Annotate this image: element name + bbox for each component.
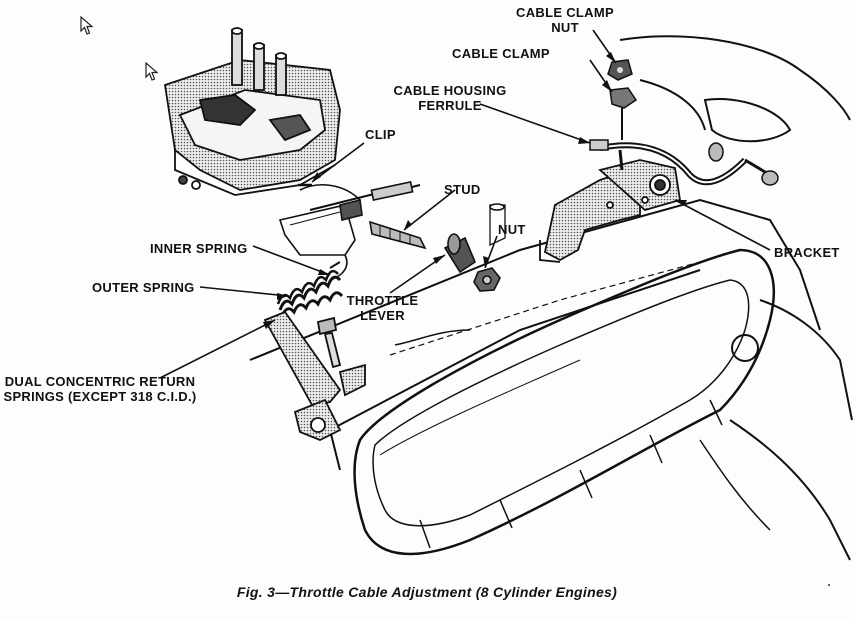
figure-caption: Fig. 3—Throttle Cable Adjustment (8 Cyli…: [236, 584, 618, 600]
label-cable-clamp-nut-line1: CABLE CLAMP: [516, 5, 614, 20]
return-springs: [276, 261, 344, 317]
cable-bracket: [539, 159, 682, 263]
mouse-cursor-icon: [145, 62, 159, 81]
label-cable-clamp: CABLE CLAMP: [452, 46, 550, 61]
leader-arrowheads: [263, 52, 687, 329]
label-stud: STUD: [444, 182, 481, 197]
label-inner-spring: INNER SPRING: [150, 241, 248, 256]
label-cable-housing-line1: CABLE HOUSING: [393, 83, 507, 98]
label-cable-housing-line2: FERRULE: [418, 98, 482, 113]
label-bracket: BRACKET: [774, 245, 840, 260]
engine-block: [249, 35, 853, 561]
label-clip: CLIP: [365, 127, 396, 142]
carburetor: [163, 27, 341, 196]
throttle-cable: [589, 59, 779, 186]
label-throttle-lever-line2: LEVER: [360, 308, 405, 323]
label-cable-clamp-nut: CABLE CLAMP NUT: [500, 5, 630, 35]
throttle-lever-assembly: [309, 181, 506, 292]
label-outer-spring: OUTER SPRING: [92, 280, 195, 295]
label-dual-springs-line2: SPRINGS (EXCEPT 318 C.I.D.): [3, 389, 197, 404]
label-dual-concentric-springs: DUAL CONCENTRIC RETURN SPRINGS (EXCEPT 3…: [0, 374, 200, 404]
label-throttle-lever: THROTTLE LEVER: [340, 293, 425, 323]
lower-throttle-arm: [263, 310, 366, 441]
label-cable-housing-ferrule: CABLE HOUSING FERRULE: [380, 83, 520, 113]
label-throttle-lever-line1: THROTTLE: [346, 293, 419, 308]
mouse-cursor-icon: [80, 16, 94, 35]
label-dual-springs-line1: DUAL CONCENTRIC RETURN: [4, 374, 196, 389]
label-nut: NUT: [498, 222, 526, 237]
label-cable-clamp-nut-line2: NUT: [551, 20, 579, 35]
linkage-rods: [278, 183, 361, 281]
